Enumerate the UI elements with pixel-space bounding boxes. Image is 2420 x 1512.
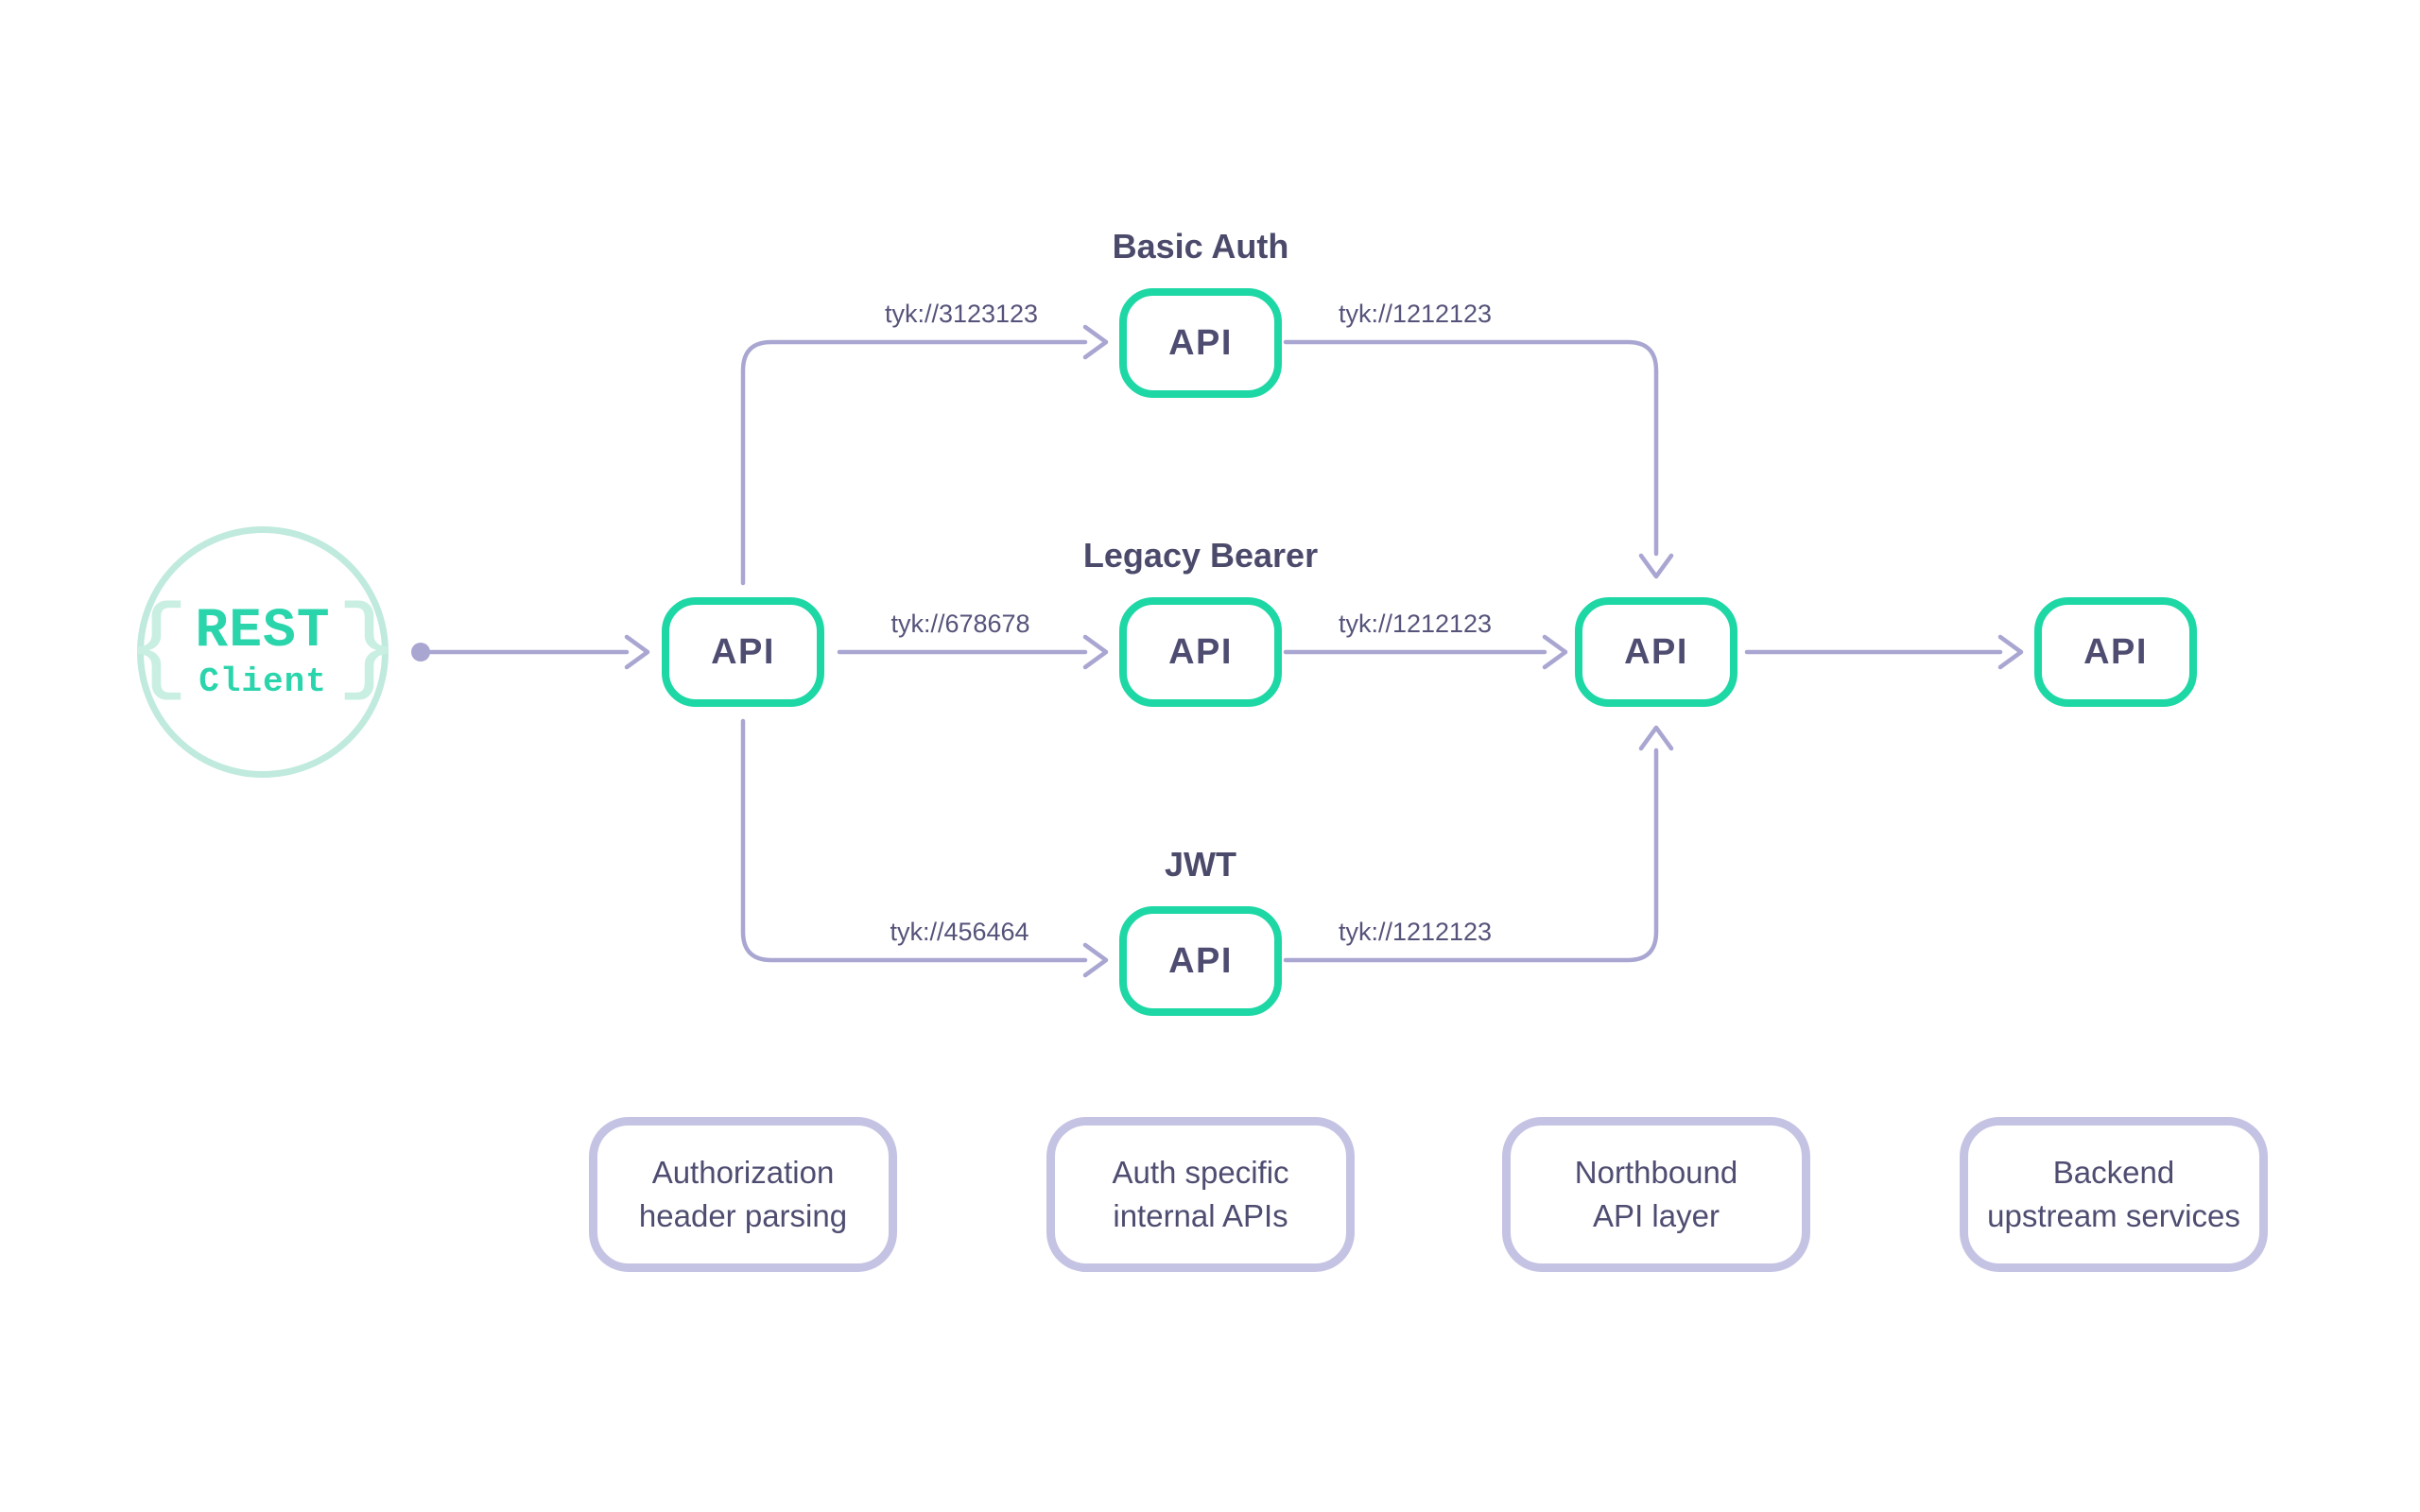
ingress-api-node: API xyxy=(662,597,824,707)
rest-client-label: REST Client xyxy=(195,605,330,699)
rest-client-name: REST xyxy=(195,601,331,662)
arrowhead-right-icon xyxy=(624,634,650,670)
footer-line: Northbound xyxy=(1574,1155,1738,1190)
edge-label-jwt-in: tyk://456464 xyxy=(890,918,1029,946)
footer-line: header parsing xyxy=(638,1198,848,1233)
arrowhead-down-icon xyxy=(1638,553,1674,579)
rest-client-type: Client xyxy=(199,662,327,701)
northbound-api-node: API xyxy=(1575,597,1737,707)
footer-box-authorization-parsing: Authorization header parsing xyxy=(589,1117,897,1272)
jwt-api-node: API xyxy=(1119,906,1282,1016)
basic-auth-api-node: API xyxy=(1119,288,1282,398)
edge-label-legacy-bearer-out: tyk://1212123 xyxy=(1338,610,1493,638)
footer-line: internal APIs xyxy=(1113,1198,1288,1233)
lane-title-basic-auth: Basic Auth xyxy=(1112,227,1289,266)
edge-label-basic-auth-in: tyk://3123123 xyxy=(884,300,1039,328)
footer-line: Auth specific xyxy=(1112,1155,1289,1190)
footer-line: Authorization xyxy=(651,1155,835,1190)
arrowhead-right-icon xyxy=(1997,634,2024,670)
brace-right-glyph: } xyxy=(336,590,400,710)
footer-box-auth-internal-apis: Auth specific internal APIs xyxy=(1046,1117,1355,1272)
footer-line: API layer xyxy=(1593,1198,1720,1233)
lane-title-legacy-bearer: Legacy Bearer xyxy=(1082,536,1319,575)
footer-line: Backend xyxy=(2052,1155,2175,1190)
arrowhead-right-icon xyxy=(1082,634,1109,670)
edge-jwt-to-northbound xyxy=(1283,747,1659,963)
backend-api-node: API xyxy=(2034,597,2197,707)
edge-ingress-to-basic-auth xyxy=(740,339,1088,586)
footer-box-backend-upstream: Backend upstream services xyxy=(1960,1117,2268,1272)
arrowhead-up-icon xyxy=(1638,725,1674,751)
edge-ingress-to-jwt xyxy=(740,718,1088,963)
edge-label-jwt-out: tyk://1212123 xyxy=(1338,918,1493,946)
rest-client-node: { REST Client } xyxy=(126,526,400,778)
brace-left-glyph: { xyxy=(126,590,190,710)
edge-basic-auth-to-northbound xyxy=(1283,339,1659,557)
arrowhead-right-icon xyxy=(1082,324,1109,360)
legacy-bearer-api-node: API xyxy=(1119,597,1282,707)
edge-label-basic-auth-out: tyk://1212123 xyxy=(1338,300,1493,328)
arrowhead-right-icon xyxy=(1542,634,1568,670)
lane-title-jwt: JWT xyxy=(1165,845,1236,884)
arrowhead-right-icon xyxy=(1082,942,1109,978)
edge-label-legacy-bearer-in: tyk://678678 xyxy=(890,610,1030,638)
footer-box-northbound-layer: Northbound API layer xyxy=(1502,1117,1810,1272)
footer-line: upstream services xyxy=(1987,1198,2240,1233)
